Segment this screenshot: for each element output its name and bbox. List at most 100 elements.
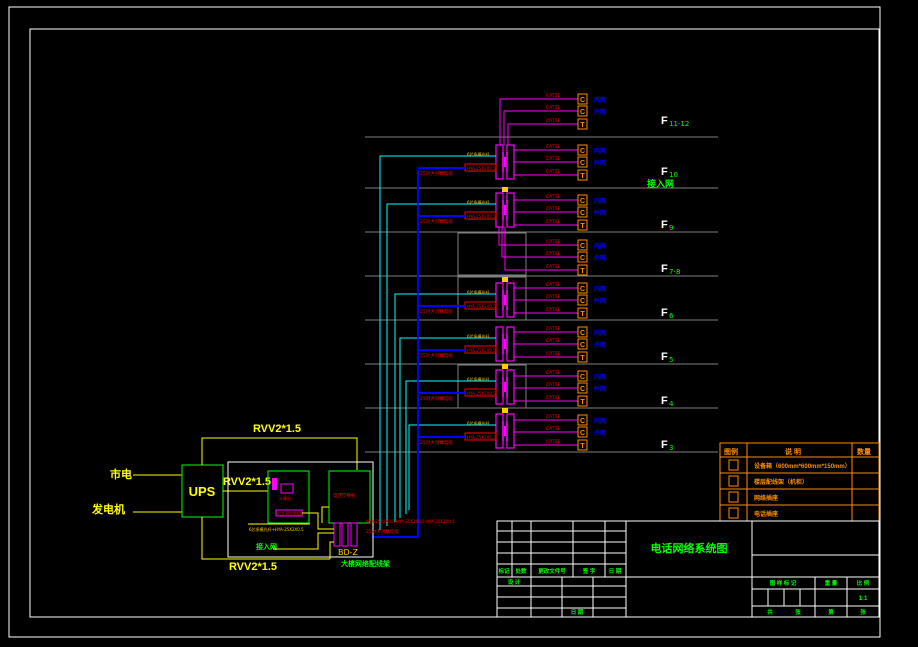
- outlet-cable-label: CAT5E: [546, 395, 560, 401]
- outlet-glyph: C: [580, 160, 585, 167]
- revision-header: 更改文件号: [538, 567, 566, 575]
- outlet-glyph: C: [580, 386, 585, 393]
- outlet-cable-label: CAT5E: [546, 264, 560, 270]
- legend-desc: 电话插座: [754, 510, 778, 518]
- cable-tag-text: HYA-25X2X0.5: [467, 348, 496, 353]
- data-outlet-icon: [577, 251, 588, 263]
- patch-panel-left: [495, 192, 504, 228]
- outlet-cable-label: CAT5E: [546, 251, 560, 257]
- legend-header: 图例: [724, 447, 738, 456]
- outlet-cable-label: CAT5E: [546, 118, 560, 124]
- outlet-note: 内网: [594, 197, 606, 205]
- data-outlet-icon: [577, 414, 588, 426]
- outlet-cable-label: CAT5E: [546, 206, 560, 212]
- floor-label-letter: F: [661, 307, 668, 319]
- outlet-glyph: C: [580, 286, 585, 293]
- copper-label: 25对大对数电缆: [420, 395, 453, 402]
- copper-label: 25对大对数电缆: [420, 218, 453, 225]
- outlet-note: 外网: [593, 209, 606, 217]
- patch-panel: HYA-25X2X0.5 6芯多模光纤: [464, 364, 515, 405]
- outlet-note: 内网: [594, 285, 606, 293]
- outlet-note: 外网: [593, 385, 606, 393]
- fiber-tag-text: 6芯多模光纤: [467, 333, 490, 339]
- revision-header: 标记: [497, 567, 510, 575]
- phone-outlet-icon: [577, 264, 588, 276]
- pbx-label: 电话交换机: [333, 492, 356, 499]
- title-block: 标记处数更改文件号签 字日 期设 计日 期电话网络系统图图 样 标 记重 量比 …: [496, 520, 880, 618]
- outlet-cable-label: CAT5E: [546, 351, 560, 357]
- equipment-room-box: [227, 461, 374, 558]
- design-label: 设 计: [508, 578, 521, 586]
- pbx-cable: [321, 506, 329, 523]
- floor-label-number: 6: [669, 312, 674, 320]
- outlet-cable: [507, 123, 578, 145]
- cable-tag-text: HYA-25X2X0.5: [467, 214, 496, 219]
- power-cable-bottom: [201, 517, 330, 560]
- outlet-cable: [501, 227, 578, 258]
- patch-panel-right: [506, 282, 515, 318]
- copper-label: 25对大对数电缆: [420, 308, 453, 315]
- data-outlet-icon: [577, 93, 588, 105]
- patch-panel: HYA-25X2X0.5 6芯多模光纤: [464, 326, 515, 362]
- floor-label-letter: F: [661, 166, 668, 178]
- outlet-glyph: C: [580, 298, 585, 305]
- patch-panel-right: [506, 192, 515, 228]
- outlet-glyph: C: [580, 430, 585, 437]
- phone-outlet-icon: [577, 118, 588, 130]
- fiber-riser: [386, 203, 496, 526]
- outlet-note: 内网: [594, 147, 606, 155]
- ups-label: UPS: [189, 484, 216, 499]
- patch-panel-right: [506, 144, 515, 180]
- outlet-note: 内网: [594, 329, 606, 337]
- outlet-glyph: T: [580, 311, 585, 318]
- outlet-note: 内网: [594, 242, 606, 250]
- outlet-glyph: C: [580, 97, 585, 104]
- outlet-glyph: C: [580, 148, 585, 155]
- copper-label: 25对大对数电缆: [420, 352, 453, 359]
- outlet-note: 外网: [593, 297, 606, 305]
- fiber-riser: [405, 380, 496, 514]
- sheet-label: 第: [828, 608, 834, 616]
- floor-label-letter: F: [661, 219, 668, 231]
- outlet-cable-label: CAT5E: [546, 194, 560, 200]
- power-cable-mid-label: RVV2*1.5: [223, 476, 271, 488]
- bd-panel: [341, 522, 349, 547]
- outlet-glyph: T: [580, 173, 585, 180]
- bd-label: BD-Z: [338, 548, 359, 557]
- outlet-note: 内网: [594, 96, 606, 104]
- fiber-tag-text: 6芯多模光纤: [467, 151, 490, 157]
- outlet-cable-label: CAT5E: [546, 105, 560, 111]
- generator-label: 发电机: [91, 502, 125, 516]
- fiber-tag-text: 6芯多模光纤: [467, 376, 490, 382]
- copper-label: 25对大对数电缆: [420, 439, 453, 446]
- outlet-glyph: T: [580, 399, 585, 406]
- sheet-label: 张: [795, 608, 801, 616]
- fiber-tag-text: 6芯多模光纤: [467, 289, 490, 295]
- patch-panel-left: [495, 144, 504, 180]
- cable-tag-text: HYA-25X2X0.5: [467, 391, 496, 396]
- fiber-riser: [394, 293, 496, 522]
- legend-table: 图例说 明数量设备箱（600mm*600mm*150mm）楼层配线架（机柜）网络…: [719, 442, 880, 522]
- floor-label-number: 11-12: [669, 120, 689, 128]
- rack-tag: [502, 364, 508, 369]
- outlet-glyph: T: [580, 355, 585, 362]
- floor-label-letter: F: [661, 351, 668, 363]
- patch-panel-icon: [728, 475, 739, 487]
- inner-frame: [29, 28, 880, 618]
- switch-label: 以太网交换机: [277, 510, 301, 516]
- outlet-cable-label: CAT5E: [546, 307, 560, 313]
- outlet-cable: [499, 98, 578, 145]
- outlet-cable-label: CAT5E: [546, 414, 560, 420]
- phone-outlet-icon: [577, 169, 588, 181]
- outlet-cable-label: CAT5E: [546, 93, 560, 99]
- outlet-cable: [503, 110, 578, 145]
- patch-panel-right: [506, 326, 515, 362]
- power-cable-top-label: RVV2*1.5: [253, 423, 301, 435]
